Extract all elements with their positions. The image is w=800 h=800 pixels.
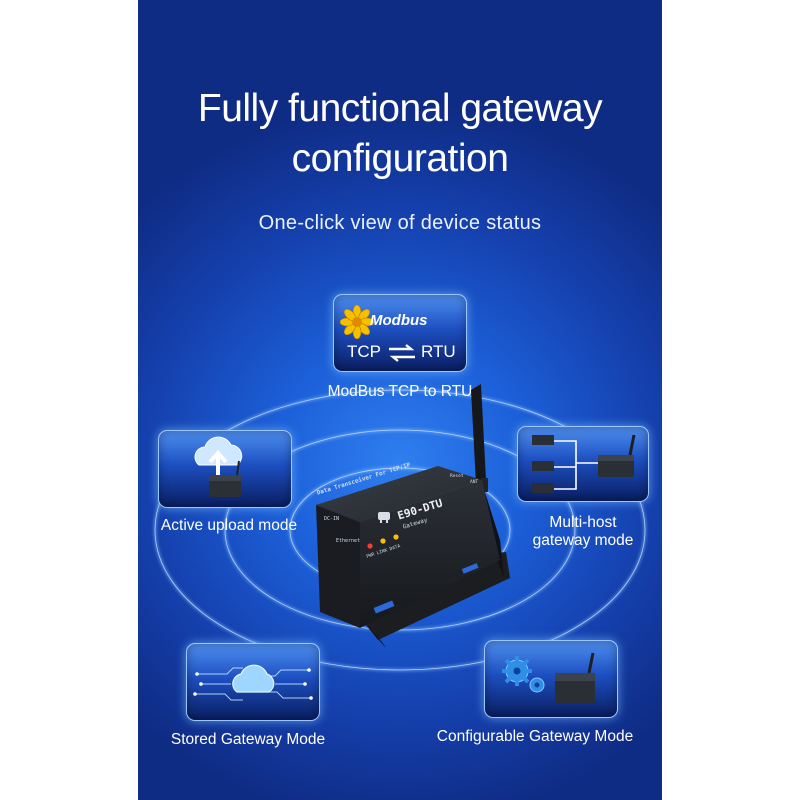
device-ethernet-text: Ethernet [336,538,361,544]
multi-host-label: Multi-host gateway mode [512,514,654,550]
exchange-arrows-icon [389,344,415,362]
gears-device-icon [502,652,595,703]
modbus-card: Modbus TCP RTU [333,294,467,372]
cloud-storage-icon [193,664,313,701]
configurable-gateway-label: Configurable Gateway Mode [436,728,634,745]
device-ant-text: ANT [470,480,479,485]
active-upload-label: Active upload mode [160,517,298,534]
tcp-label: TCP [347,342,381,361]
modbus-label: ModBus TCP to RTU [327,383,473,400]
subtitle: One-click view of device status [258,212,542,234]
headline-line-1: Fully functional gateway [197,87,603,130]
headline: Fully functional gateway configuration [138,84,662,184]
modbus-flower-icon [340,305,374,339]
headline-line-2: configuration [291,137,509,180]
stored-gateway-card [186,643,320,721]
multi-host-label-line-1: Multi-host [549,514,617,531]
cloud-upload-icon [194,436,243,497]
gateway-device [316,384,510,648]
multi-host-card [517,426,649,502]
stored-gateway-label: Stored Gateway Mode [170,731,326,748]
configurable-gateway-card [484,640,618,718]
modbus-logo-text: Modbus [370,312,428,329]
multi-host-network-icon [532,434,636,493]
device-reset-text: Reset [450,474,464,479]
orbit-rings [154,389,646,671]
rtu-label: RTU [421,342,456,361]
multi-host-label-line-2: gateway mode [532,532,634,549]
device-dc-text: DC-IN [324,516,340,522]
active-upload-card [158,430,292,508]
poster: Fully functional gateway configuration O… [138,0,662,800]
